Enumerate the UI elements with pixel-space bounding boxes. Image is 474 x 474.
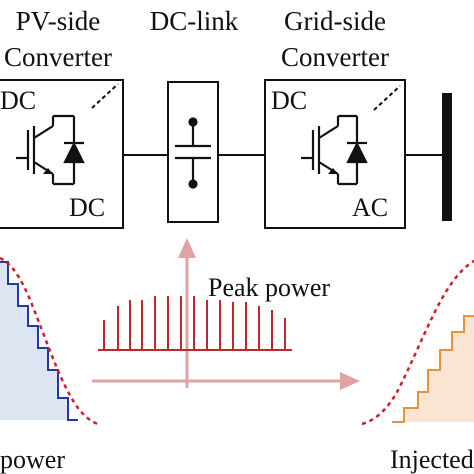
pv-converter-port-out: DC [69, 193, 105, 222]
left-caption: power [0, 445, 65, 474]
arrow-right-icon [92, 372, 360, 390]
grid-converter-port-in: DC [271, 86, 307, 115]
diode-icon [53, 114, 85, 186]
grid-bus-bar-icon [442, 93, 452, 221]
diode-icon [338, 114, 368, 186]
dc-link-block [167, 81, 219, 223]
left-staircase-waveform [0, 256, 99, 426]
arrow-up-icon [178, 238, 196, 388]
pv-converter-port-in: DC [0, 86, 36, 115]
igbt-icon [301, 116, 340, 184]
grid-converter-title-1: Grid-side [284, 6, 386, 36]
peak-power-label: Peak power [208, 273, 330, 302]
capacitor-icon [175, 117, 211, 189]
right-caption: Injected [390, 445, 474, 474]
pv-converter-title-2: Converter [4, 42, 112, 72]
pulse-train [98, 296, 292, 351]
dc-link-title: DC-link [150, 6, 239, 36]
grid-converter-port-out: AC [352, 193, 388, 222]
grid-converter-title-2: Converter [281, 42, 389, 72]
igbt-icon [16, 116, 55, 184]
right-staircase-waveform [361, 259, 474, 426]
pv-converter-title-1: PV-side [16, 6, 101, 36]
